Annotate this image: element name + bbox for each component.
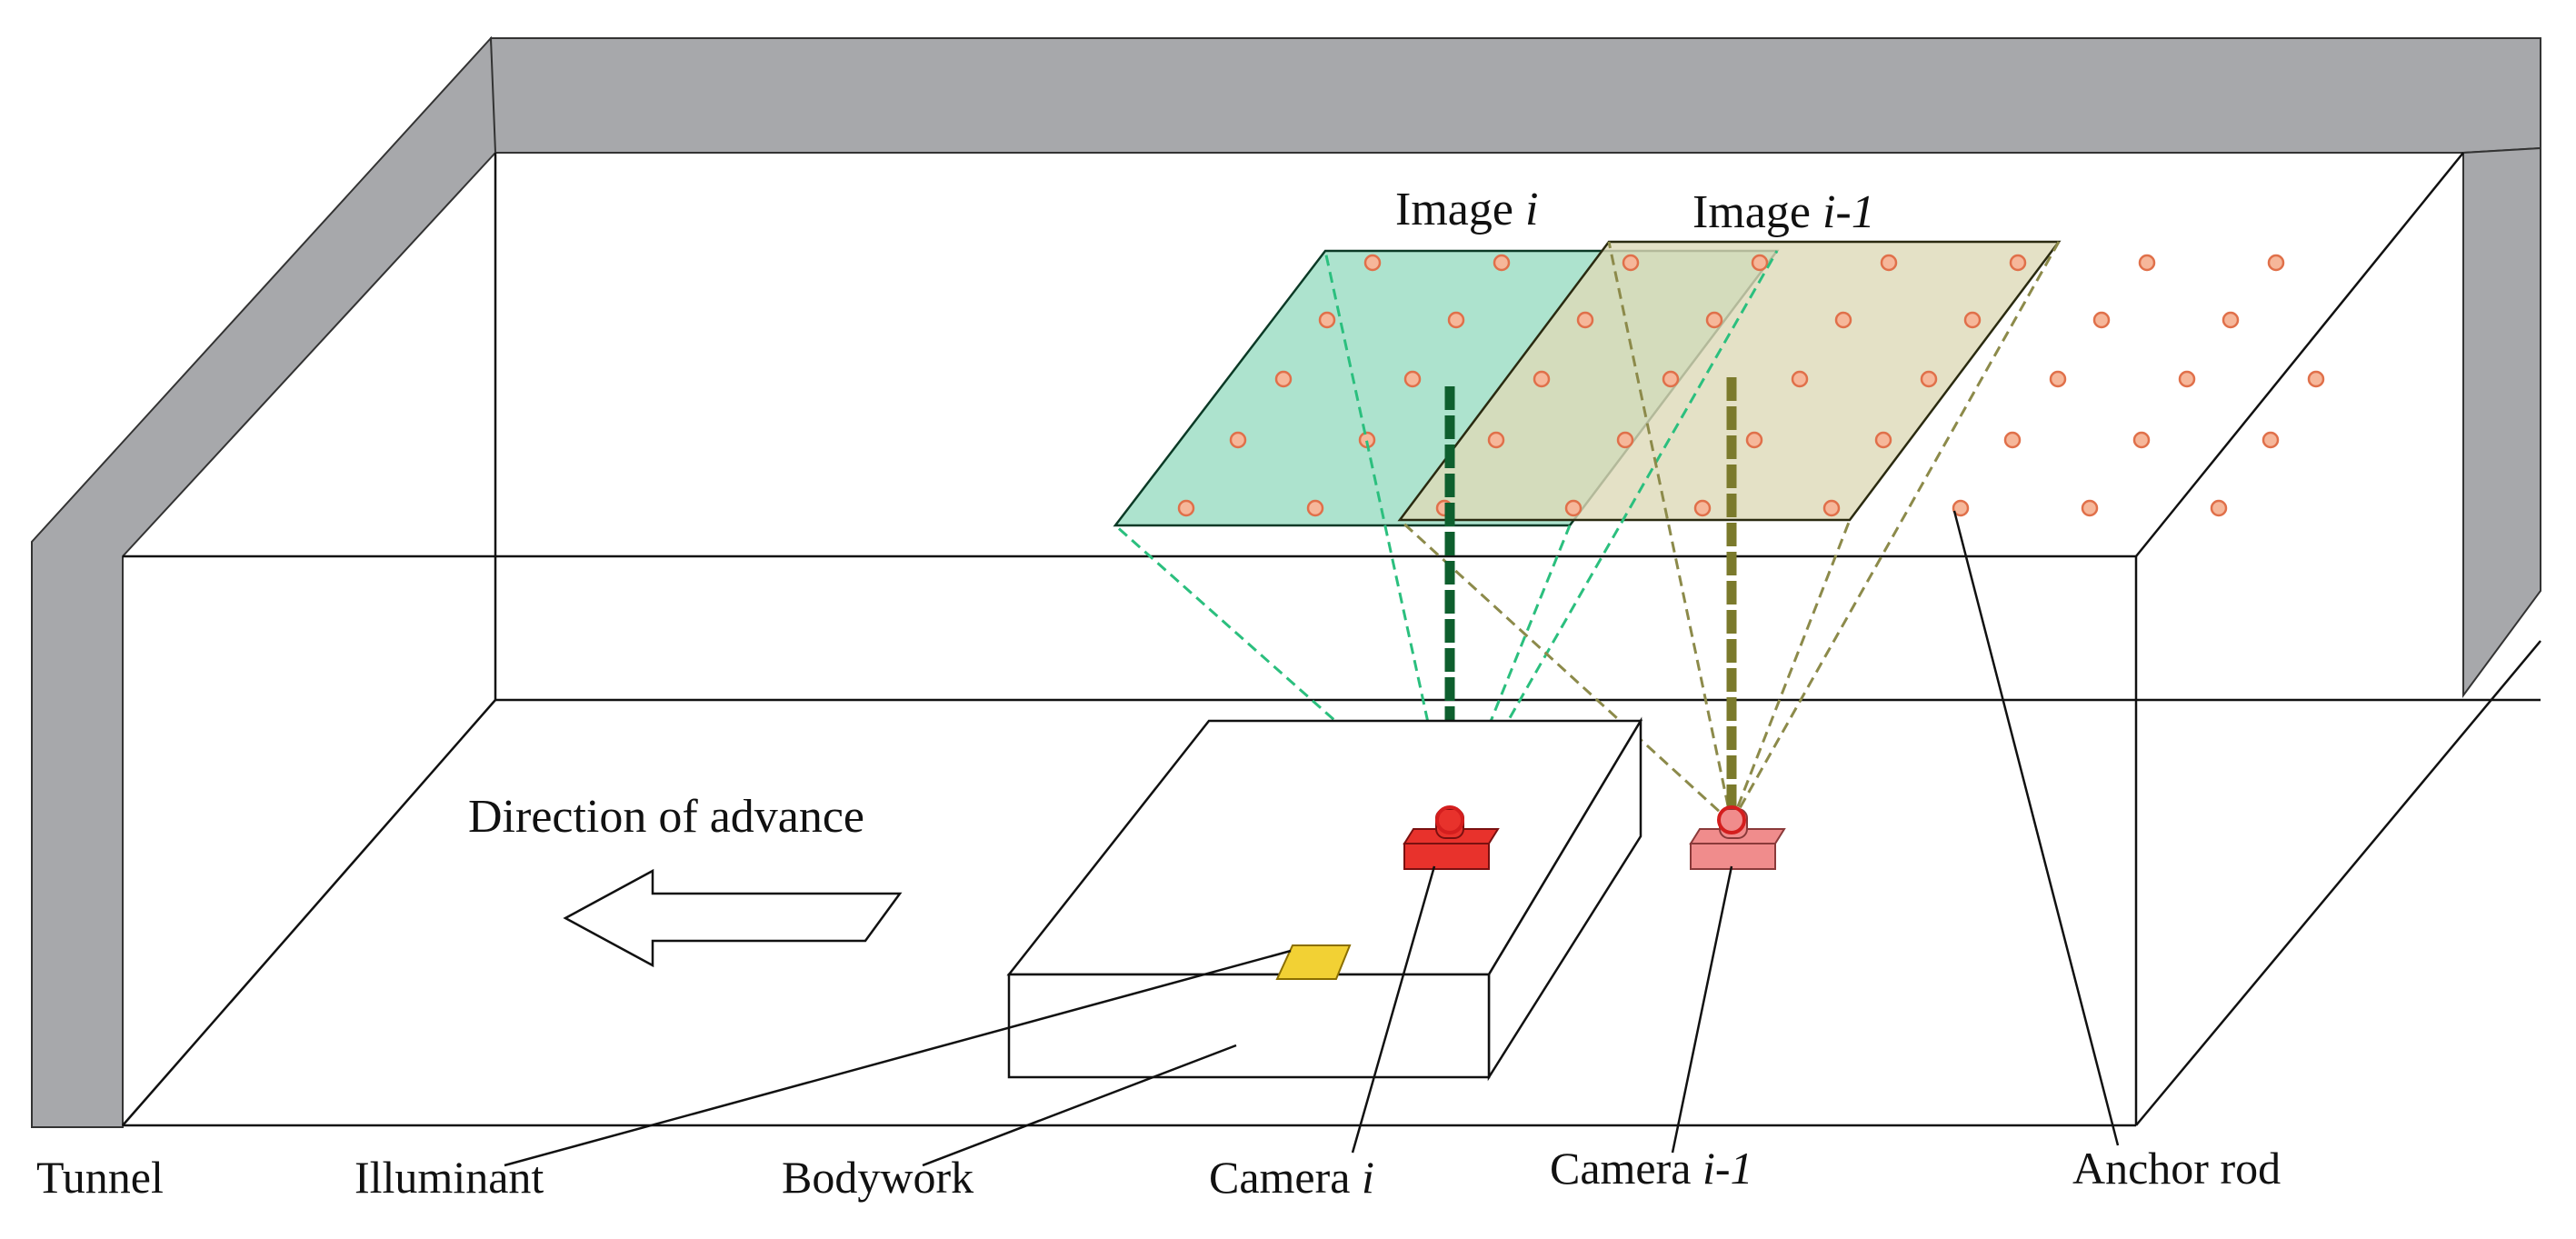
anchor-rod-dot: [1229, 431, 1247, 449]
anchor-rod-dot: [1745, 431, 1763, 449]
tunnel-wall-right: [2462, 146, 2541, 699]
anchor-rod-dot: [2081, 499, 2099, 517]
bodywork-box: [1006, 716, 1643, 1082]
anchor-rod-dot: [1533, 370, 1551, 388]
tunnel-wall-top: [489, 37, 2541, 154]
anchor-rod-dot: [1874, 431, 1892, 449]
anchor-rod-dot: [2267, 254, 2285, 272]
anchor-rods-in-images: [1177, 254, 2325, 517]
anchor-rod-dot: [1564, 499, 1583, 517]
tunnel-outline: [122, 152, 2541, 1127]
direction-label: Direction of advance: [468, 791, 864, 843]
anchor-rod-dot: [1822, 499, 1841, 517]
leader-lines: [504, 510, 2120, 1167]
bodywork-label: Bodywork: [782, 1152, 973, 1203]
illuminant-label: Illuminant: [354, 1152, 544, 1203]
camera-i-minus-1-label: Camera i-1: [1550, 1143, 1753, 1194]
anchor-rod-dot: [2307, 370, 2325, 388]
anchor-rod-dot: [1791, 370, 1809, 388]
camera-i-label: Camera i: [1209, 1152, 1374, 1203]
anchor-rod-dot: [1920, 370, 1938, 388]
anchor-rod-dot: [1693, 499, 1712, 517]
direction-arrow: [563, 868, 903, 968]
anchor-rod-dot: [1616, 431, 1634, 449]
anchor-rod-dot: [1318, 311, 1336, 329]
anchor-rod-dot: [2049, 370, 2067, 388]
anchor-rod-dot: [1662, 370, 1680, 388]
anchor-rod-dot: [1952, 499, 1970, 517]
anchor-rod-dot: [1363, 254, 1382, 272]
anchor-rod-dot: [1487, 431, 1505, 449]
anchor-rod-dot: [1493, 254, 1511, 272]
anchor-rod-dot: [1403, 370, 1422, 388]
tunnel-label: Tunnel: [36, 1152, 164, 1203]
anchor-rod-dot: [1622, 254, 1640, 272]
camera-i-minus-1-icon: [1689, 805, 1786, 870]
image-i-minus-1-label: Image i-1: [1692, 186, 1875, 238]
anchor-rod-dot: [1751, 254, 1769, 272]
anchor-rod-dot: [2132, 431, 2151, 449]
anchor-rod-dot: [2222, 311, 2240, 329]
anchor-rod-dot: [1963, 311, 1982, 329]
anchor-rod-dot: [1447, 311, 1465, 329]
anchor-rod-dot: [1274, 370, 1293, 388]
camera-i-icon: [1403, 805, 1500, 870]
anchor-rod-dot: [2092, 311, 2111, 329]
anchor-rod-dot: [1834, 311, 1852, 329]
camera-i-minus-1-field-of-view: [1398, 241, 2061, 824]
anchor-rod-dot: [2261, 431, 2280, 449]
anchor-rod-dot: [2009, 254, 2027, 272]
anchor-rod-dot: [2003, 431, 2022, 449]
anchor-rod-dot: [1177, 499, 1195, 517]
anchor-rod-dot: [2210, 499, 2228, 517]
anchor-rod-dot: [2138, 254, 2156, 272]
anchor-rod-dot: [1306, 499, 1324, 517]
anchor-rod-dot: [1880, 254, 1898, 272]
image-i-label: Image i: [1395, 184, 1538, 235]
illuminant-icon: [1275, 944, 1352, 980]
anchor-rod-label: Anchor rod: [2072, 1143, 2281, 1194]
anchor-rod-dot: [2178, 370, 2196, 388]
anchor-rod-dot: [1576, 311, 1594, 329]
anchor-rod-dot: [1705, 311, 1723, 329]
